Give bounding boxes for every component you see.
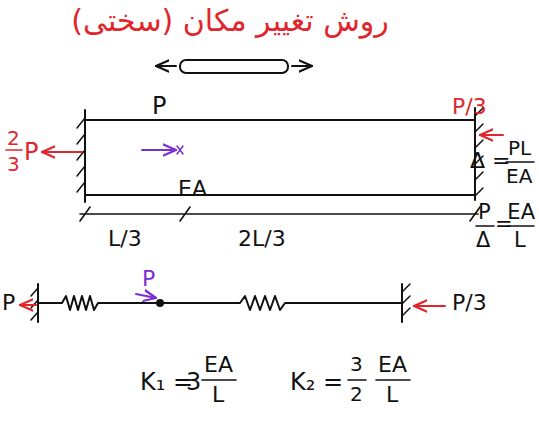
stiffness-term: K₁ = — [140, 370, 193, 394]
stiffness-label: EA — [178, 178, 207, 200]
reaction-label: P — [24, 140, 38, 164]
stiffness-term: 3 — [186, 370, 201, 394]
reaction-label: 2 — [7, 128, 20, 148]
equation-term: Δ — [476, 230, 490, 251]
reaction-arrow — [20, 304, 36, 306]
equation-term: L — [514, 230, 526, 251]
load-label: P — [152, 94, 166, 118]
equation-term: PL — [508, 138, 531, 158]
spring-model — [31, 284, 410, 322]
reaction-arrow — [414, 305, 445, 307]
fixed-beam — [77, 108, 483, 202]
tension-sketch — [156, 60, 312, 73]
stiffness-term: EA — [378, 354, 407, 376]
load-label: P — [142, 268, 155, 290]
stiffness-term: K₂ = — [290, 370, 343, 394]
stiffness-term: L — [386, 384, 398, 406]
reaction-label: P/3 — [452, 96, 487, 118]
stiffness-term: L — [212, 384, 224, 406]
fraction-bar — [6, 149, 22, 151]
reaction-label: P — [2, 292, 15, 314]
equation-term: Δ = — [470, 150, 510, 172]
dimension-line — [80, 207, 480, 221]
load-arrow — [142, 149, 176, 151]
load-point — [177, 146, 183, 154]
equation-term: EA — [507, 202, 535, 223]
stiffness-term: EA — [204, 354, 233, 376]
load-arrow — [136, 294, 156, 298]
dimension-label: L/3 — [108, 228, 142, 250]
dimension-label: 2L/3 — [238, 228, 286, 250]
heading: روش تغییر مکان (سختی) — [71, 6, 388, 36]
stiffness-term: 2 — [350, 384, 363, 404]
reaction-arrow — [42, 151, 82, 153]
reaction-label: P/3 — [452, 292, 487, 314]
equation-term: P — [478, 202, 491, 223]
stiffness-term: 3 — [350, 354, 363, 374]
fraction-bar — [202, 162, 534, 380]
reaction-arrow — [480, 134, 503, 136]
equation-term: EA — [506, 166, 532, 186]
reaction-label: 3 — [7, 154, 20, 174]
spring-node — [156, 299, 164, 307]
